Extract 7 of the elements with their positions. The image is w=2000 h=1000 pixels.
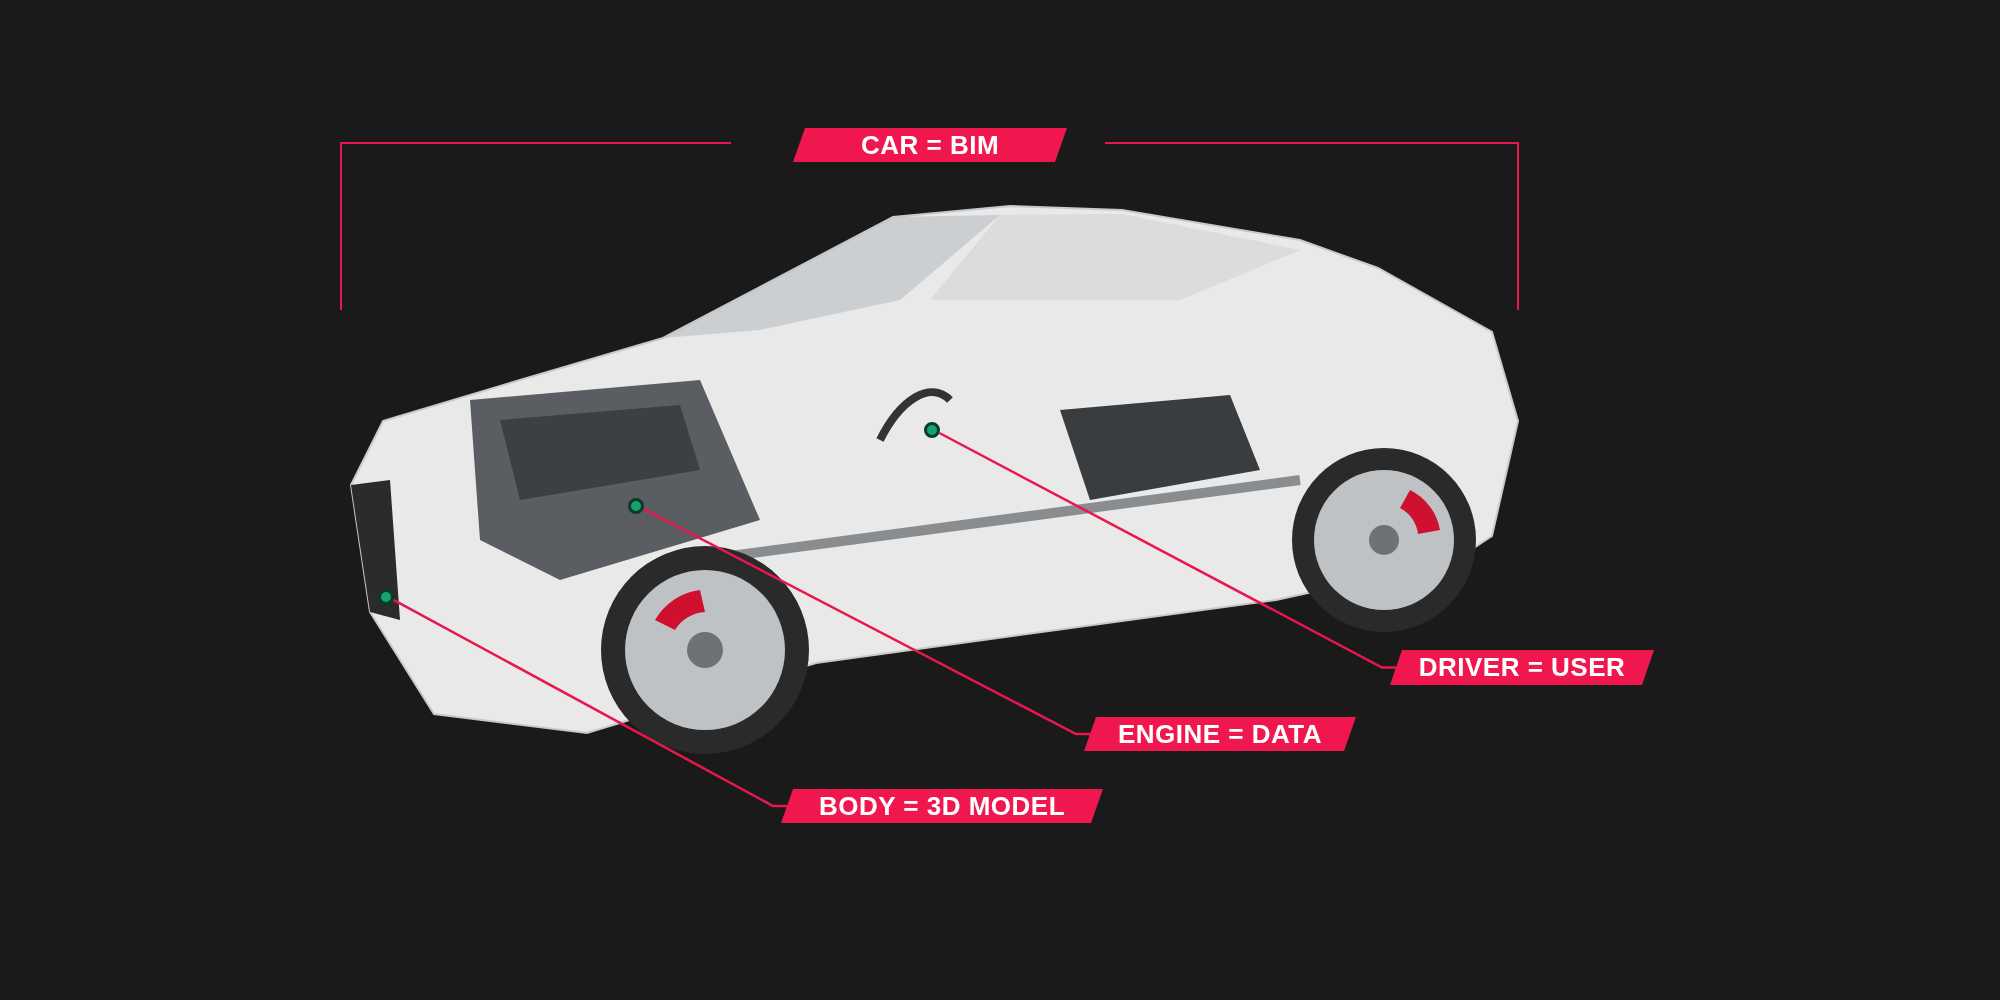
leader-line	[938, 431, 1396, 669]
label-tag: CAR = BIM	[793, 128, 1067, 162]
label-tag: ENGINE = DATA	[1084, 717, 1356, 751]
label-tag: BODY = 3D MODEL	[781, 789, 1103, 823]
label-tag: DRIVER = USER	[1390, 650, 1654, 685]
leader-line	[392, 598, 787, 808]
leader-line	[642, 507, 1090, 736]
